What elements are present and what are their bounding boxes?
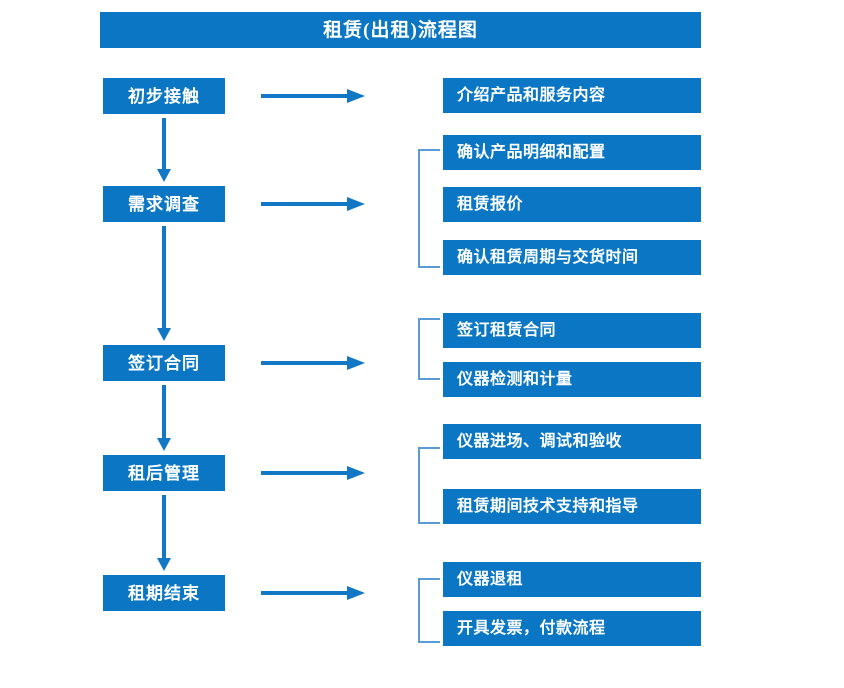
group-bracket-icon-4 xyxy=(418,447,440,524)
detail-box-10[interactable]: 开具发票，付款流程 xyxy=(443,611,701,646)
detail-box-4[interactable]: 确认租赁周期与交货时间 xyxy=(443,240,701,275)
stage-box-3[interactable]: 签订合同 xyxy=(103,345,225,381)
group-bracket-icon-2 xyxy=(418,149,440,268)
detail-box-7[interactable]: 仪器进场、调试和验收 xyxy=(443,424,701,459)
stage-box-1[interactable]: 初步接触 xyxy=(103,78,225,114)
arrow-right-icon-1 xyxy=(261,89,365,103)
detail-box-6[interactable]: 仪器检测和计量 xyxy=(443,362,701,397)
arrow-right-icon-4 xyxy=(261,466,365,480)
page-title: 租赁(出租)流程图 xyxy=(100,12,701,48)
stage-box-2[interactable]: 需求调查 xyxy=(103,186,225,222)
detail-box-3[interactable]: 租赁报价 xyxy=(443,187,701,222)
group-bracket-icon-3 xyxy=(418,318,440,380)
arrow-down-icon-1 xyxy=(157,118,171,182)
detail-box-5[interactable]: 签订租赁合同 xyxy=(443,313,701,348)
detail-box-1[interactable]: 介绍产品和服务内容 xyxy=(443,78,701,113)
arrow-down-icon-3 xyxy=(157,385,171,451)
detail-box-2[interactable]: 确认产品明细和配置 xyxy=(443,135,701,170)
group-bracket-icon-5 xyxy=(418,578,440,643)
stage-box-5[interactable]: 租期结束 xyxy=(103,575,225,611)
arrow-down-icon-4 xyxy=(157,495,171,571)
arrow-right-icon-2 xyxy=(261,197,365,211)
arrow-down-icon-2 xyxy=(157,226,171,341)
stage-box-4[interactable]: 租后管理 xyxy=(103,455,225,491)
arrow-right-icon-5 xyxy=(261,586,365,600)
arrow-right-icon-3 xyxy=(261,356,365,370)
detail-box-9[interactable]: 仪器退租 xyxy=(443,562,701,597)
detail-box-8[interactable]: 租赁期间技术支持和指导 xyxy=(443,489,701,524)
